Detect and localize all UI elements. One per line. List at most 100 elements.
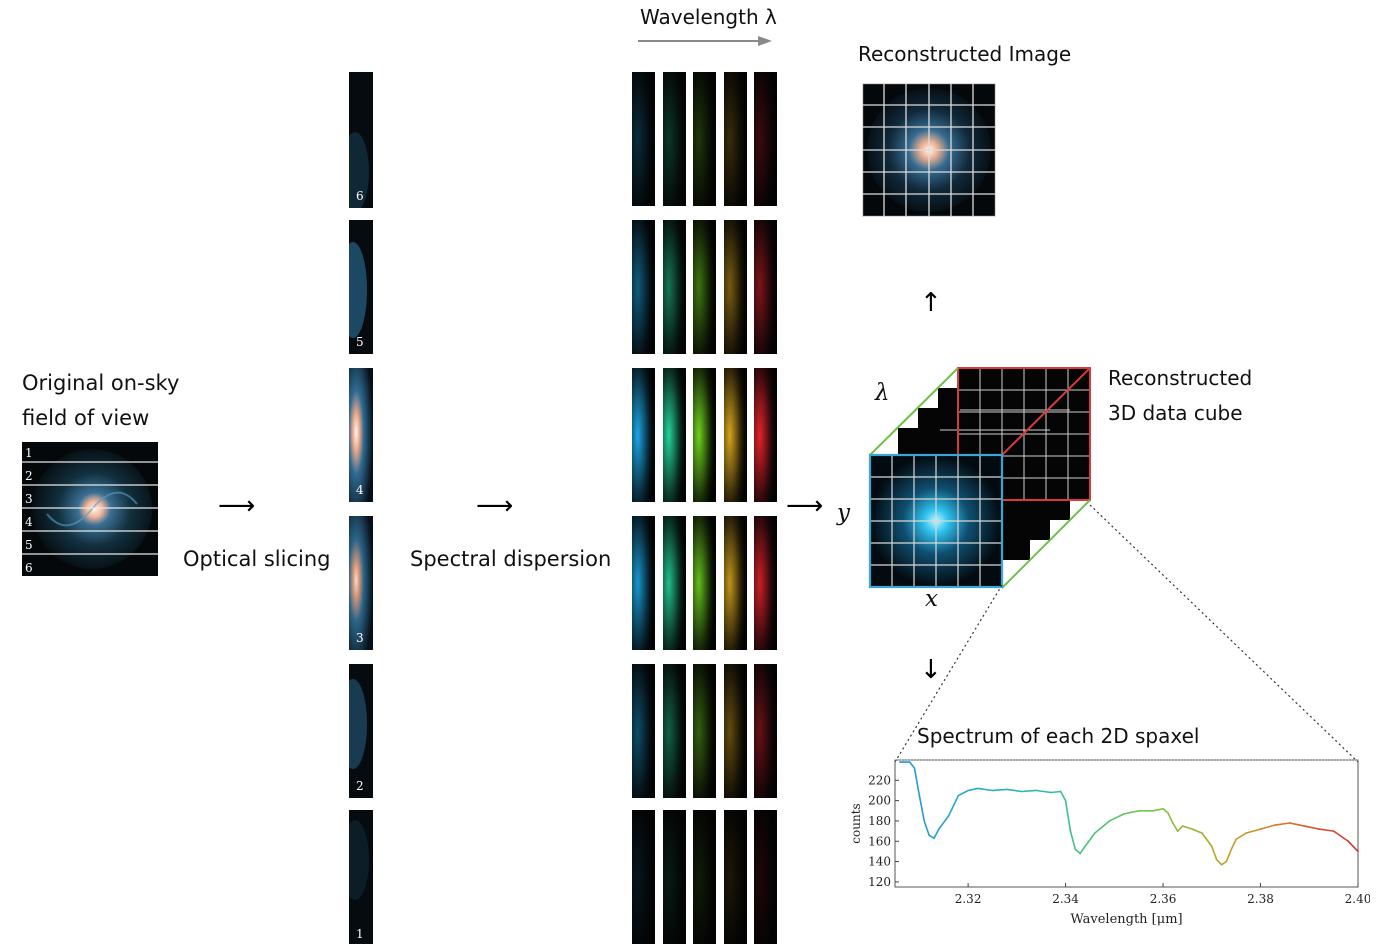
- dispersed-slice-strip: [723, 810, 747, 944]
- dispersed-slice-strip: [693, 368, 716, 502]
- y-tick-label: 200: [868, 794, 891, 808]
- dispersed-slice-strip: [632, 368, 655, 502]
- dispersed-slice-strip: [662, 368, 686, 502]
- spectrum-line-segment: [1220, 860, 1228, 866]
- spectrum-line-segment: [1123, 809, 1140, 815]
- spectrum-line-segment: [1020, 789, 1038, 793]
- dispersed-slice-strip: [723, 220, 747, 354]
- slice-strip: 6: [349, 72, 373, 208]
- dispersed-slice-strip: [632, 72, 655, 206]
- spectrum-line-segment: [1171, 822, 1179, 832]
- spectrum-line-segment: [1167, 812, 1174, 824]
- spectrum-line-segment: [1162, 807, 1169, 814]
- spectrum-line-segment: [1347, 840, 1359, 853]
- dispersed-slice-strip: [723, 664, 747, 798]
- spectrum-line-segment: [1235, 832, 1247, 841]
- spectrum-line-segment: [1064, 799, 1072, 832]
- spectrum-line-segment: [1108, 813, 1125, 822]
- spectrum-line-segment: [977, 787, 994, 792]
- y-tick-label: 120: [868, 875, 891, 889]
- x-tick-label: 2.36: [1150, 892, 1177, 906]
- axis-x-label: x: [925, 586, 938, 612]
- spectrum-line-segment: [1191, 828, 1203, 834]
- spectrum-line-segment: [1069, 830, 1077, 851]
- dispersed-slice-strip: [693, 516, 716, 650]
- spectrum-line-segment: [1084, 832, 1096, 848]
- spectrum-line-segment: [967, 787, 979, 792]
- arrow-right-icon: ⟶: [476, 491, 514, 521]
- fov-slice-number: 4: [25, 515, 33, 529]
- x-tick-label: 2.32: [955, 892, 982, 906]
- spectrum-title: Spectrum of each 2D spaxel: [917, 724, 1200, 748]
- fov-slice-number: 1: [25, 446, 33, 460]
- spectrum-line-segment: [1006, 788, 1023, 793]
- spectrum-line-segment: [933, 828, 940, 840]
- slice-strip: 2: [349, 664, 373, 798]
- slice-number: 2: [356, 779, 364, 793]
- spectrum-line-segment: [1288, 822, 1306, 827]
- slice-number: 3: [356, 631, 364, 645]
- spectrum-line-segment: [918, 794, 926, 822]
- spectrum-line-segment: [991, 788, 1008, 792]
- spectral-dispersion-label: Spectral dispersion: [410, 547, 612, 571]
- dispersed-slice-strip: [662, 810, 686, 944]
- spectrum-line-segment: [1074, 848, 1081, 855]
- spectrum-line-segment: [1274, 822, 1291, 826]
- data-cube: [868, 367, 1091, 589]
- dispersed-slice-strip: [662, 516, 686, 650]
- original-fov-label-line2: field of view: [22, 406, 150, 430]
- optical-slicing-label: Optical slicing: [183, 547, 331, 571]
- dispersed-slice-strip: [754, 72, 777, 206]
- dispersed-slice-strip: [632, 516, 655, 650]
- spectrum-line-segment: [908, 761, 916, 769]
- arrow-right-icon: ⟶: [218, 491, 256, 521]
- axis-lambda-label: λ: [875, 380, 890, 406]
- spectrum-line-segment: [1210, 845, 1218, 861]
- wavelength-label: Wavelength λ: [640, 5, 777, 29]
- spectrum-line-segment: [1318, 828, 1335, 832]
- spectrum-line-segment: [1303, 825, 1320, 830]
- dispersed-slice-strip: [754, 220, 777, 354]
- axis-y-label: y: [837, 500, 850, 526]
- y-tick-label: 160: [868, 834, 891, 848]
- arrow-up-icon: ↑: [920, 288, 942, 318]
- projection-dotted-lines: [894, 504, 1359, 763]
- dispersed-slice-strip: [693, 220, 716, 354]
- dispersed-slice-strip: [754, 368, 777, 502]
- spectrum-line-segment: [1176, 825, 1184, 832]
- slice-number: 1: [356, 927, 364, 941]
- dispersed-slice-strip: [723, 368, 747, 502]
- data-cube-label-line2: 3D data cube: [1108, 401, 1243, 425]
- y-tick-label: 180: [868, 814, 891, 828]
- spectrum-line-segment: [1152, 807, 1164, 812]
- x-axis-label: Wavelength [μm]: [1070, 912, 1182, 927]
- dispersed-slice-strip: [723, 72, 747, 206]
- original-fov-label-line1: Original on-sky: [22, 371, 180, 395]
- spectrum-line-segment: [1035, 789, 1052, 794]
- spectrum-line-segment: [1059, 790, 1067, 802]
- x-tick-label: 2.40: [1345, 892, 1370, 906]
- fov-slice-number: 5: [25, 538, 33, 552]
- spectrum-line-segment: [1050, 790, 1062, 794]
- slice-strip: 4: [349, 368, 373, 502]
- spectrum-line-segment: [1215, 858, 1223, 866]
- dispersed-slice-strip: [693, 664, 716, 798]
- fov-slice-number: 2: [25, 469, 33, 483]
- x-tick-label: 2.34: [1052, 892, 1079, 906]
- spectrum-line-segment: [928, 834, 935, 840]
- spectrum-line-segment: [913, 767, 921, 797]
- spectrum-line-segment: [1201, 832, 1213, 848]
- arrow-right-icon: ⟶: [786, 491, 824, 521]
- dispersed-slice-strip: [662, 72, 686, 206]
- spectrum-line-segment: [923, 820, 930, 836]
- fov-slice-number: 6: [25, 561, 33, 575]
- fov-slice-number: 3: [25, 492, 33, 506]
- x-tick-label: 2.38: [1247, 892, 1274, 906]
- y-axis-label: counts: [849, 803, 863, 843]
- spectrum-line-segment: [1094, 820, 1111, 834]
- y-tick-label: 140: [868, 855, 891, 869]
- dispersed-slice-strip: [754, 516, 777, 650]
- spectrum-line-segment: [1079, 845, 1086, 855]
- spectrum-line-segment: [938, 815, 950, 830]
